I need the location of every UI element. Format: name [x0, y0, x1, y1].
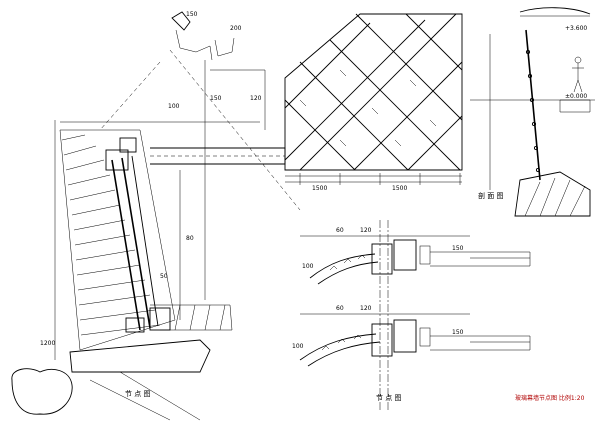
title-block: 玻璃幕墙节点图 比例1:20 — [515, 394, 585, 402]
caption-lower-detail: 节 点 图 — [376, 394, 401, 402]
dim-left-f: 120 — [250, 95, 262, 102]
elev-1: ±0.000 — [565, 93, 587, 100]
dim-upper-h: 100 — [302, 263, 314, 270]
dim-lower-x1: 60 — [336, 305, 344, 312]
dim-left-b: 150 — [210, 95, 222, 102]
dim-left-c: 80 — [186, 235, 194, 242]
dim-left-d: 1200 — [40, 340, 55, 347]
dim-upper-x3: 150 — [452, 245, 464, 252]
dim-left-a: 100 — [168, 103, 180, 110]
dim-lower-x2: 120 — [360, 305, 372, 312]
dim-lower-h: 100 — [292, 343, 304, 350]
dim-left-e: 50 — [160, 273, 168, 280]
caption-left-detail: 节 点 图 — [125, 390, 150, 398]
dim-grid-2: 1500 — [392, 185, 407, 192]
glass-grid-elevation: 1500 1500 — [284, 13, 463, 192]
caption-right-section: 剖 面 图 — [478, 191, 503, 200]
left-section-detail: 100 150 80 1200 50 120 150 200 节 点 图 — [11, 11, 301, 421]
dim-upper-x2: 120 — [360, 227, 372, 234]
dim-grid-1: 1500 — [312, 185, 327, 192]
dim-lower-x3: 150 — [452, 329, 464, 336]
lower-node-details: 100 60 120 150 100 60 120 150 节 点 图 — [292, 220, 531, 410]
right-building-section: ±0.000 +3.600 剖 面 图 — [470, 7, 595, 217]
dim-top-b: 200 — [230, 25, 242, 32]
dim-top-a: 150 — [186, 11, 198, 18]
elev-2: +3.600 — [565, 25, 587, 32]
dim-upper-x1: 60 — [336, 227, 344, 234]
